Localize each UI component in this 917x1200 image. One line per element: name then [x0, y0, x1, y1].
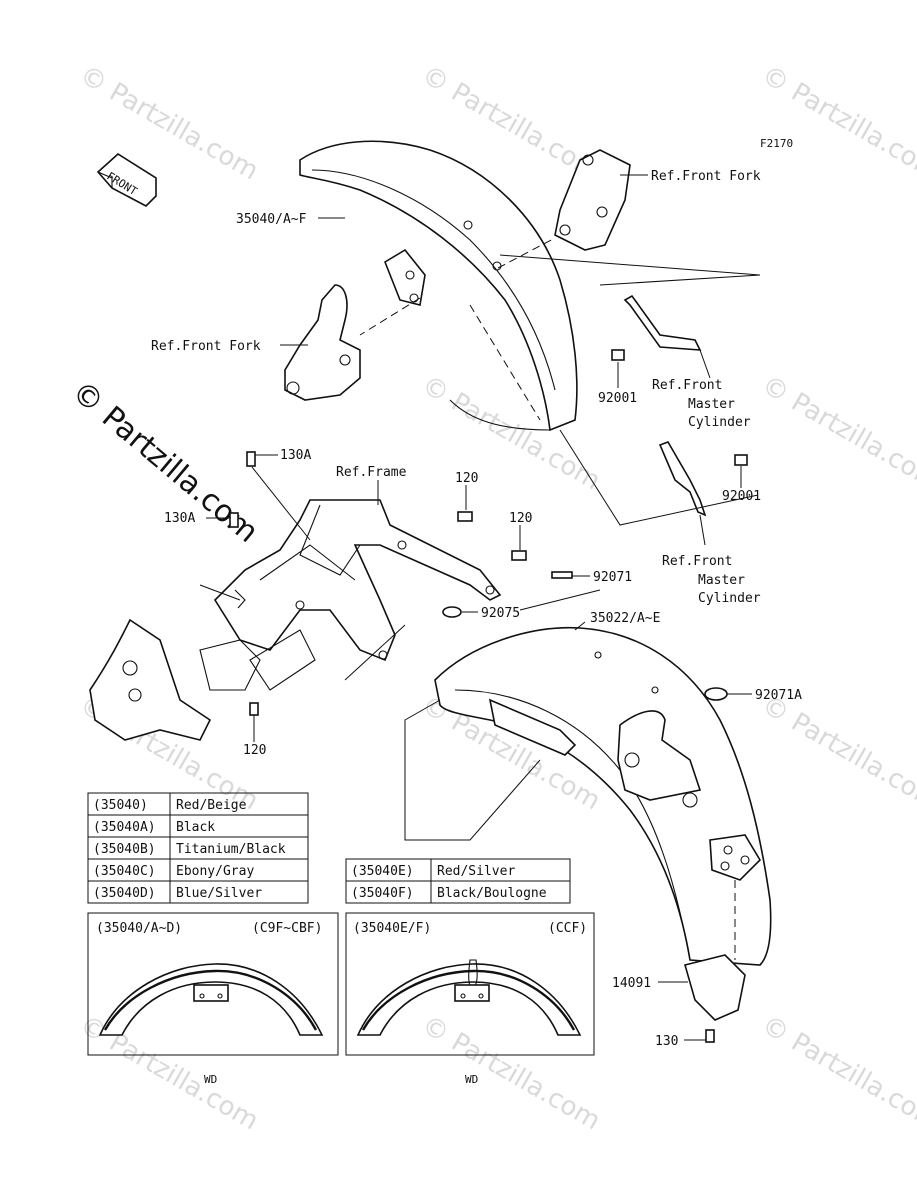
front-fender [299, 140, 578, 432]
callout-ref-front-fork-left-label: Ref.Front Fork [151, 339, 261, 354]
grommet-92075 [442, 606, 462, 618]
callout-front-fender-label: 35040/A~F [236, 212, 307, 227]
callout-14091-label: 14091 [612, 976, 651, 991]
callout-ref-front-fork-top-label: Ref.Front Fork [651, 169, 761, 184]
callout-130: 130 [655, 1034, 706, 1049]
callout-ref-master-b-line1: Ref.Front [662, 554, 732, 569]
callout-ref-master-b: Ref.Front Master Cylinder [662, 514, 761, 606]
color-code: (35040A) [93, 820, 156, 835]
callout-120-c-label: 120 [243, 743, 266, 758]
callout-130a-left-label: 130A [164, 511, 195, 526]
callout-ref-master-a-line1: Ref.Front [652, 378, 722, 393]
cap-92071a [704, 687, 728, 701]
watermark-text: © Partzilla.com [757, 690, 917, 816]
callout-120-b: 120 [509, 511, 532, 550]
color-name: Blue/Silver [176, 886, 262, 901]
callout-front-fender: 35040/A~F [236, 212, 345, 227]
callout-92075-label: 92075 [481, 606, 520, 621]
callout-130a-left: 130A [164, 511, 230, 526]
color-name: Black/Boulogne [437, 886, 547, 901]
callout-130a-top: 130A [251, 448, 311, 541]
color-table-right: (35040E) Red/Silver (35040F) Black/Boulo… [345, 858, 571, 904]
callout-92001-a-label: 92001 [598, 391, 637, 406]
callout-120-c: 120 [243, 715, 266, 758]
callout-92001-b-label: 92001 [722, 489, 761, 504]
color-code: (35040F) [351, 886, 414, 901]
variant-models: (C9F~CBF) [252, 921, 322, 936]
variant-codes: (35040/A~D) [96, 921, 182, 936]
callout-92071-label: 92071 [593, 570, 632, 585]
color-table-left: (35040) Red/Beige (35040A) Black (35040B… [87, 792, 309, 904]
watermark-text: © Partzilla.com [757, 60, 917, 186]
callout-92075: 92075 [462, 606, 520, 621]
callout-120-b-label: 120 [509, 511, 532, 526]
callout-ref-front-fork-left: Ref.Front Fork [151, 339, 308, 354]
variant-box-left: (35040/A~D) (C9F~CBF) WD [87, 912, 339, 1086]
callout-92071a-label: 92071A [755, 688, 802, 703]
callout-ref-master-a-line3: Cylinder [688, 415, 751, 430]
rear-fender [434, 626, 772, 966]
callout-92071: 92071 [572, 570, 632, 585]
color-name: Titanium/Black [176, 842, 286, 857]
mount-line [499, 254, 761, 286]
mount-line [519, 589, 601, 611]
bolt-130a-top [246, 451, 256, 467]
mount-line [404, 699, 541, 841]
clip-92071 [551, 571, 573, 579]
front-fork-left [284, 284, 361, 401]
front-fork-right [554, 149, 631, 251]
master-cylinder-bracket-upper [611, 294, 702, 361]
diagram-code: F2170 [760, 137, 793, 150]
color-name: Red/Beige [176, 798, 247, 813]
bolt-130 [705, 1029, 715, 1043]
color-code: (35040B) [93, 842, 156, 857]
color-code: (35040E) [351, 864, 414, 879]
master-cylinder-bracket-lower [658, 441, 748, 517]
color-code: (35040C) [93, 864, 156, 879]
callout-92071a: 92071A [727, 688, 802, 703]
callout-130-label: 130 [655, 1034, 678, 1049]
variant-codes: (35040E/F) [353, 921, 431, 936]
callout-rear-fender-label: 35022/A~E [590, 611, 660, 626]
callout-ref-front-fork-top: Ref.Front Fork [620, 169, 761, 184]
bolt-120-b [511, 550, 527, 561]
callout-120-a-label: 120 [455, 471, 478, 486]
callout-120-a: 120 [455, 471, 478, 510]
mount-line [497, 237, 556, 269]
callout-130a-top-label: 130A [280, 448, 311, 463]
front-direction-arrow: FRONT [96, 153, 157, 207]
color-name: Black [176, 820, 215, 835]
color-code: (35040D) [93, 886, 156, 901]
callout-ref-master-b-line2: Master [698, 573, 745, 588]
mount-line [469, 304, 541, 421]
bolt-130a-left [229, 512, 239, 528]
variant-models: (CCF) [548, 921, 587, 936]
callout-14091: 14091 [612, 976, 688, 991]
callout-92001-b: 92001 [722, 466, 761, 504]
mount-line [344, 624, 406, 681]
callout-92001-a: 92001 [598, 362, 637, 406]
rear-body-partial [89, 589, 316, 741]
rear-frame [199, 499, 502, 662]
color-code: (35040) [93, 798, 148, 813]
variant-caption: WD [204, 1073, 217, 1086]
cover-14091 [684, 954, 746, 1021]
watermark-text: © Partzilla.com [757, 1010, 917, 1136]
watermark-text: © Partzilla.com [757, 370, 917, 496]
color-name: Red/Silver [437, 864, 515, 879]
mount-line [559, 429, 759, 526]
variant-caption: WD [465, 1073, 478, 1086]
variant-box-right: (35040E/F) (CCF) WD [345, 912, 595, 1086]
callout-ref-frame-label: Ref.Frame [336, 465, 407, 480]
callout-rear-fender: 35022/A~E [574, 611, 660, 631]
bolt-120-c [249, 702, 259, 716]
callout-ref-master-a: Ref.Front Master Cylinder [652, 349, 751, 430]
callout-ref-frame: Ref.Frame [336, 465, 407, 505]
callout-ref-master-b-line3: Cylinder [698, 591, 761, 606]
mount-line [359, 297, 421, 336]
color-name: Ebony/Gray [176, 864, 254, 879]
bolt-120-a [457, 511, 473, 522]
callout-ref-master-a-line2: Master [688, 397, 735, 412]
